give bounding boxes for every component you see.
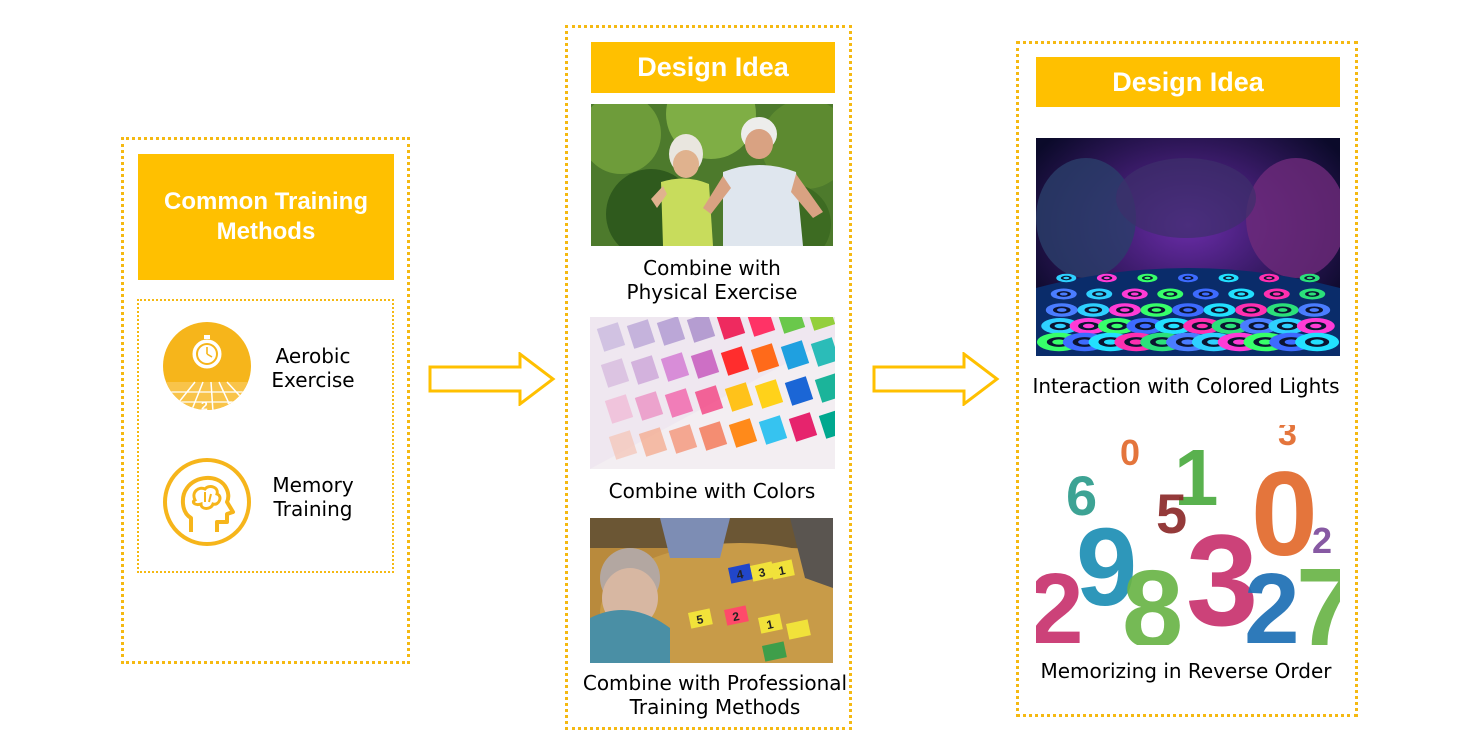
svg-text:8: 8 xyxy=(1122,548,1183,645)
svg-text:2: 2 xyxy=(731,609,741,624)
svg-text:5: 5 xyxy=(695,612,705,627)
brain-head-icon xyxy=(161,456,253,548)
design-idea-title-2: Design Idea xyxy=(1036,57,1340,107)
svg-text:2: 2 xyxy=(201,399,208,412)
methods-subpanel xyxy=(137,299,394,573)
svg-text:9: 9 xyxy=(1076,506,1137,629)
flow-arrow-icon xyxy=(872,350,1000,408)
svg-text:1: 1 xyxy=(765,617,775,632)
caption-reverse-order: Memorizing in Reverse Order xyxy=(1040,659,1332,683)
svg-text:1: 1 xyxy=(1174,433,1219,522)
svg-text:7: 7 xyxy=(1296,546,1340,645)
method-label-aerobic: Aerobic Exercise xyxy=(271,344,355,392)
common-training-panel xyxy=(121,137,410,664)
design-idea-title-1: Design Idea xyxy=(591,42,835,93)
svg-text:0: 0 xyxy=(1120,432,1140,473)
common-training-title: Common Training Methods xyxy=(138,154,394,280)
design-idea-panel-1 xyxy=(565,25,852,730)
svg-text:1: 1 xyxy=(777,563,787,578)
svg-text:2: 2 xyxy=(1312,520,1332,561)
svg-text:0: 0 xyxy=(1251,447,1318,581)
svg-text:4: 4 xyxy=(735,567,745,582)
svg-text:3: 3 xyxy=(1278,425,1297,453)
svg-text:2: 2 xyxy=(1036,553,1084,645)
svg-text:3: 3 xyxy=(227,399,234,412)
color-swatches-photo xyxy=(590,317,835,469)
svg-text:6: 6 xyxy=(1066,464,1097,527)
caption-physical-exercise: Combine with Physical Exercise xyxy=(626,256,798,304)
caption-colored-lights: Interaction with Colored Lights xyxy=(1032,374,1340,398)
svg-text:3: 3 xyxy=(1186,507,1258,645)
caption-professional: Combine with Professional Training Metho… xyxy=(582,671,848,719)
colored-lights-photo xyxy=(1036,138,1340,356)
caption-colors: Combine with Colors xyxy=(608,479,816,503)
stopwatch-track-icon: 2 3 xyxy=(161,320,253,412)
svg-text:5: 5 xyxy=(1156,482,1187,545)
svg-text:3: 3 xyxy=(757,565,767,580)
title-line-1: Common Training xyxy=(164,188,368,215)
title-line-2: Methods xyxy=(216,218,316,245)
flow-arrow-icon xyxy=(428,350,556,408)
elderly-running-photo xyxy=(591,104,833,246)
design-idea-panel-2 xyxy=(1016,41,1358,717)
svg-text:2: 2 xyxy=(1244,553,1300,645)
method-label-memory: Memory Training xyxy=(272,473,354,521)
